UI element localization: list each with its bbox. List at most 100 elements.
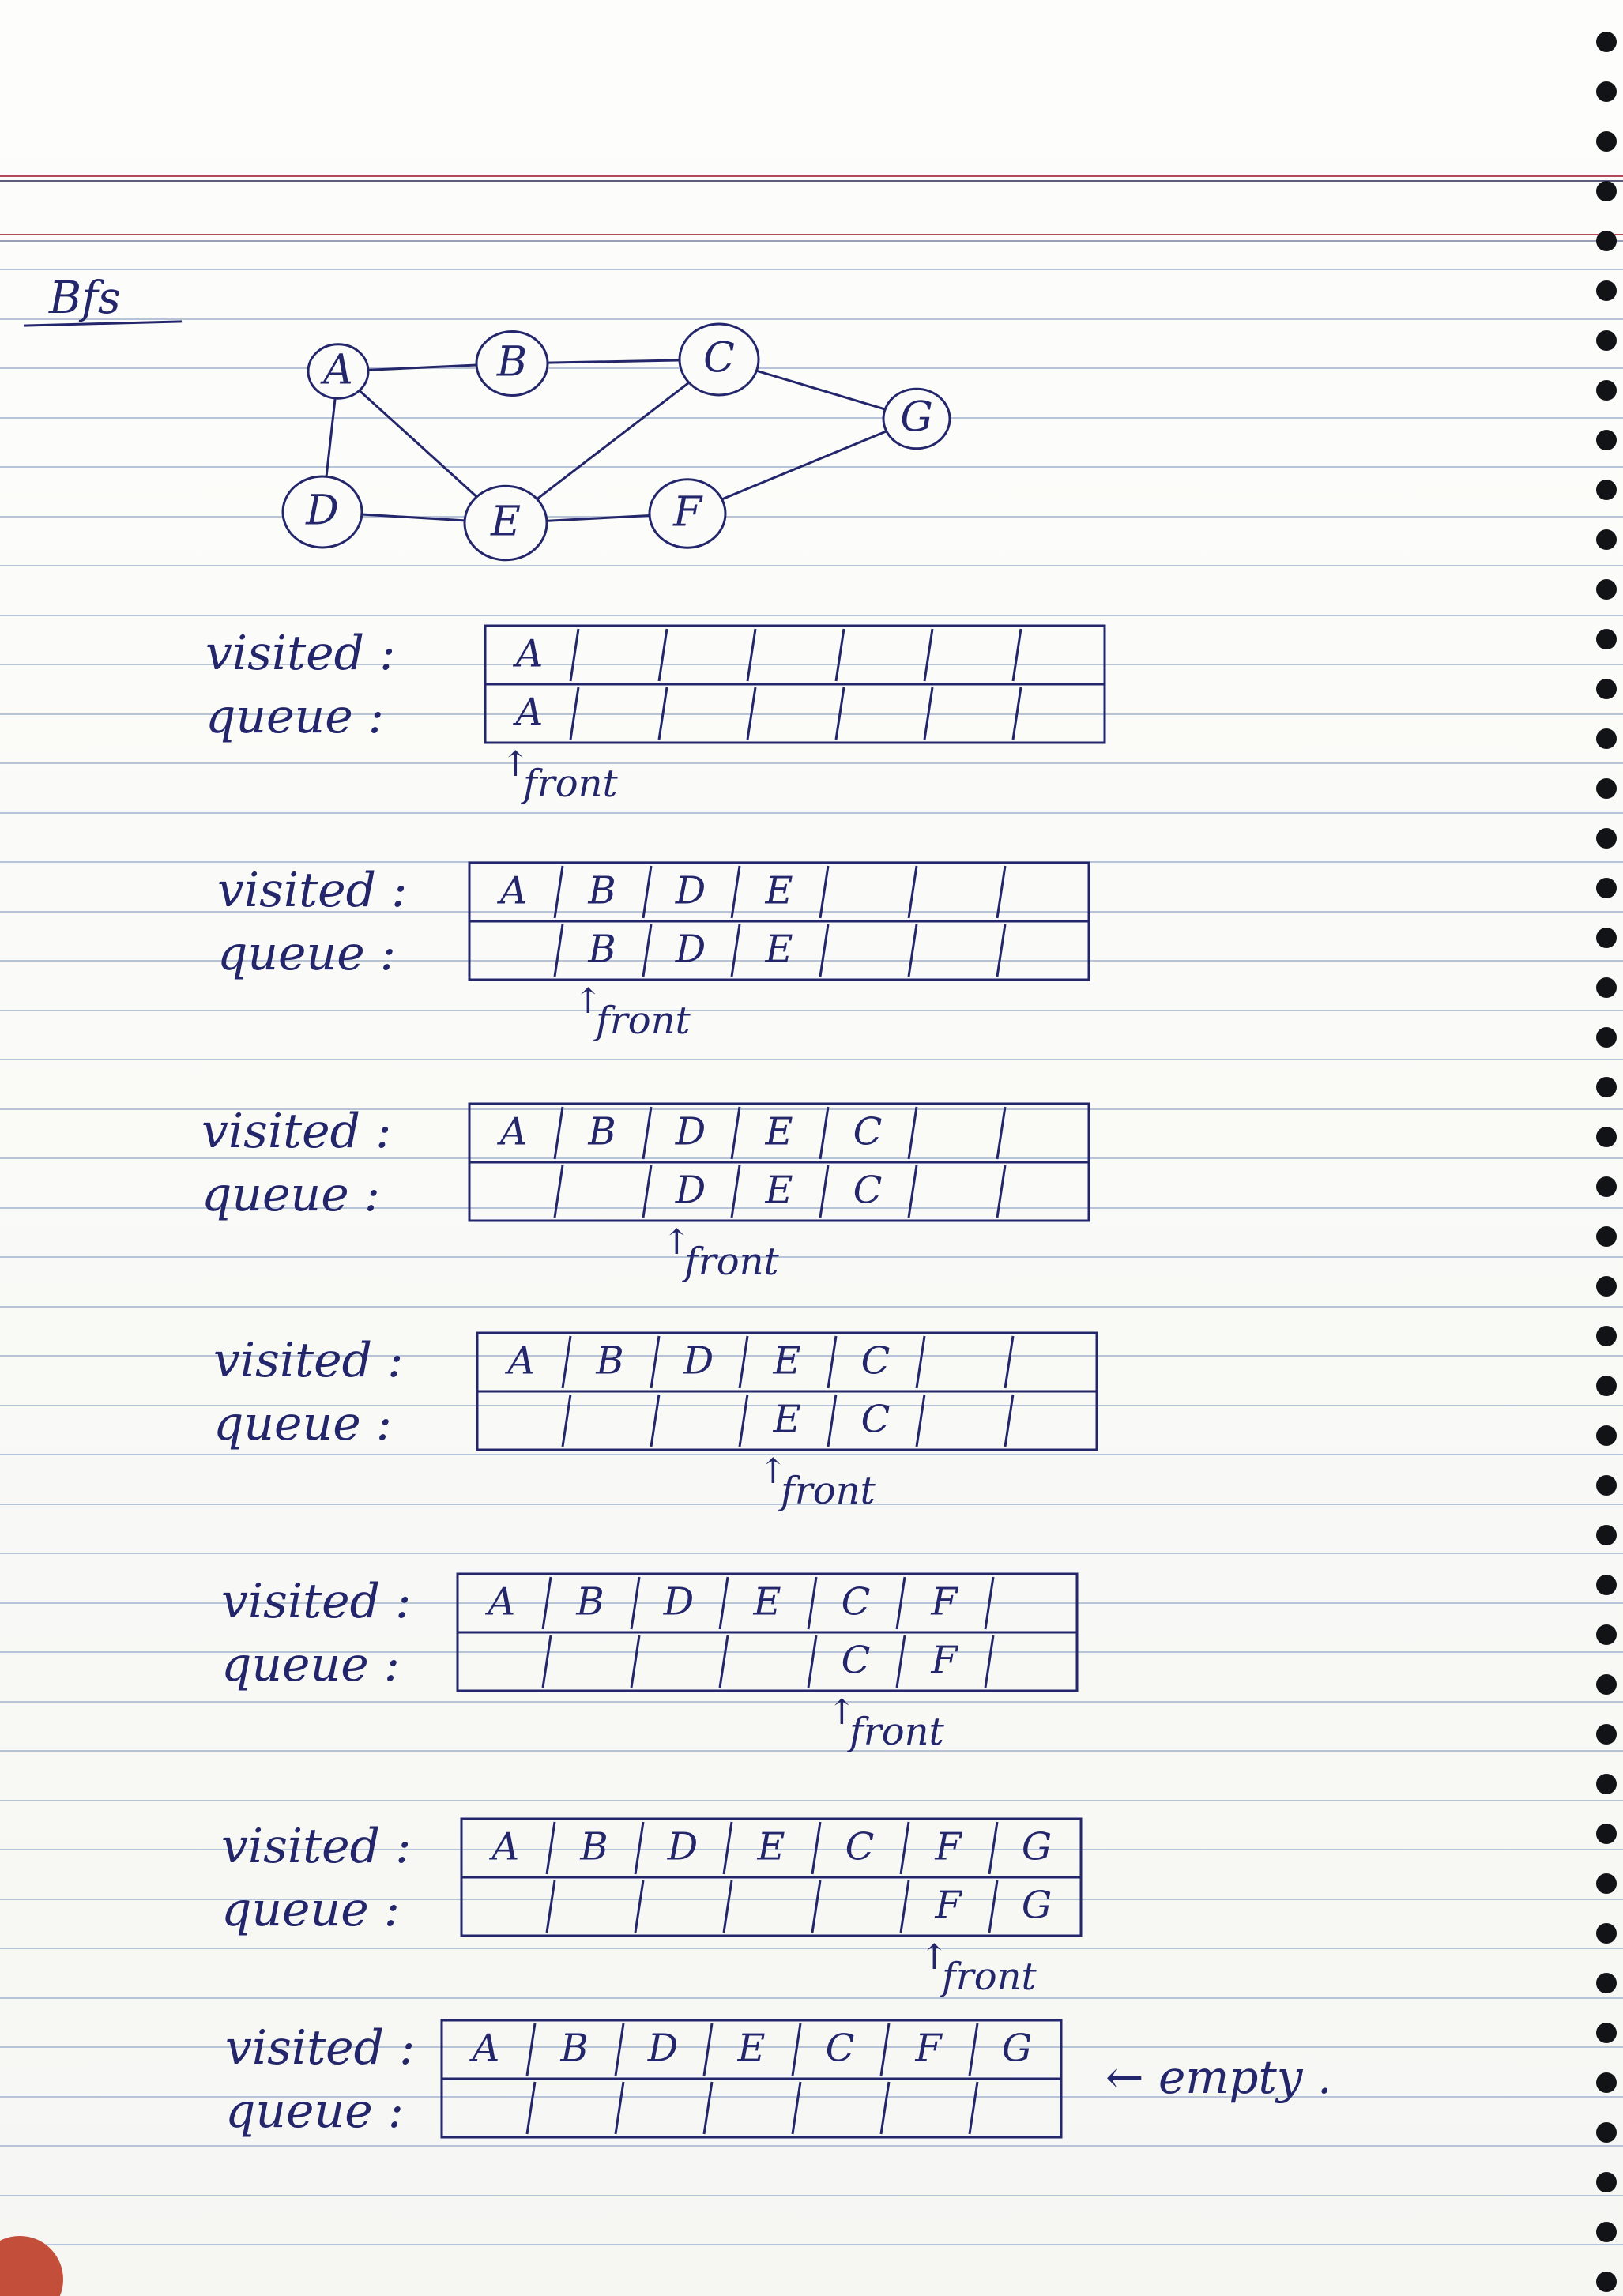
queue-label: queue : bbox=[221, 1637, 400, 1692]
visited-label: visited : bbox=[217, 863, 408, 918]
queue-cell: C bbox=[853, 1169, 883, 1213]
front-label: front bbox=[684, 1240, 779, 1284]
binding-hole bbox=[1596, 1475, 1617, 1496]
cell-divider bbox=[807, 1576, 818, 1630]
visited-label: visited : bbox=[201, 1104, 392, 1159]
binding-hole bbox=[1596, 828, 1617, 849]
binding-hole bbox=[1596, 131, 1617, 152]
ruled-line bbox=[0, 1207, 1623, 1209]
ruled-line bbox=[0, 1701, 1623, 1703]
node-E bbox=[463, 484, 548, 562]
node-label: D bbox=[305, 487, 339, 535]
cell-divider bbox=[541, 1576, 552, 1630]
cell-divider bbox=[746, 687, 757, 740]
node-F bbox=[648, 478, 727, 549]
ruled-line bbox=[0, 1355, 1623, 1357]
binding-hole bbox=[1596, 330, 1617, 351]
node-label: B bbox=[496, 339, 527, 386]
cell-divider bbox=[650, 1394, 661, 1447]
binding-hole bbox=[1596, 480, 1617, 500]
visited-cell: A bbox=[513, 632, 544, 676]
header-rule bbox=[0, 240, 1623, 242]
visited-label: visited : bbox=[221, 1574, 412, 1629]
cell-divider bbox=[553, 1165, 564, 1218]
binding-hole bbox=[1596, 1525, 1617, 1545]
header-rule bbox=[0, 180, 1623, 182]
queue-cell: F bbox=[934, 1884, 962, 1928]
node-C bbox=[678, 322, 760, 397]
cell-divider bbox=[722, 1821, 733, 1875]
cell-divider bbox=[561, 1394, 572, 1447]
node-D bbox=[281, 475, 363, 549]
ruled-line bbox=[0, 1108, 1623, 1110]
page-heading: Bfs bbox=[49, 273, 121, 324]
visited-cell: A bbox=[505, 1339, 536, 1383]
ruled-line bbox=[0, 367, 1623, 369]
cell-divider bbox=[718, 1635, 729, 1688]
binding-hole bbox=[1596, 1127, 1617, 1147]
visited-cell: C bbox=[853, 1110, 883, 1154]
binding-hole bbox=[1596, 928, 1617, 948]
ruled-line bbox=[0, 516, 1623, 518]
ruled-line bbox=[0, 269, 1623, 270]
queue-label: queue : bbox=[217, 926, 396, 981]
binding-hole bbox=[1596, 1824, 1617, 1844]
queue-label: queue : bbox=[225, 2083, 404, 2139]
cell-divider bbox=[988, 1880, 999, 1933]
cell-divider bbox=[702, 2023, 714, 2076]
ruled-line bbox=[0, 1899, 1623, 1900]
visited-label: visited : bbox=[221, 1819, 412, 1874]
binding-hole bbox=[1596, 579, 1617, 600]
queue-cell: D bbox=[675, 928, 706, 972]
binding-hole bbox=[1596, 1973, 1617, 1993]
front-label: front bbox=[523, 762, 618, 806]
binding-hole bbox=[1596, 81, 1617, 102]
queue-array bbox=[460, 1876, 1083, 1937]
queue-array bbox=[484, 683, 1106, 744]
queue-label: queue : bbox=[213, 1396, 392, 1451]
cell-divider bbox=[614, 2081, 625, 2135]
node-A bbox=[307, 343, 370, 400]
array-pair: AA bbox=[484, 624, 1106, 744]
ruled-line bbox=[0, 2244, 1623, 2245]
cell-divider bbox=[807, 1635, 818, 1688]
binding-hole bbox=[1596, 1624, 1617, 1645]
visited-cell: C bbox=[861, 1339, 891, 1383]
header-rule bbox=[0, 234, 1623, 235]
binding-hole bbox=[1596, 1276, 1617, 1297]
cell-divider bbox=[915, 1335, 926, 1389]
binding-hole bbox=[1596, 2172, 1617, 2192]
queue-cell: D bbox=[675, 1169, 706, 1213]
binding-hole bbox=[1596, 2122, 1617, 2143]
visited-cell: G bbox=[1022, 1825, 1052, 1869]
queue-cell: E bbox=[764, 1169, 793, 1213]
cell-divider bbox=[996, 1106, 1007, 1160]
cell-divider bbox=[614, 2023, 625, 2076]
ruled-line bbox=[0, 664, 1623, 665]
visited-cell: E bbox=[756, 1825, 785, 1869]
queue-cell: E bbox=[772, 1398, 800, 1442]
cell-divider bbox=[1004, 1335, 1015, 1389]
binding-hole bbox=[1596, 1774, 1617, 1794]
queue-label: queue : bbox=[201, 1167, 380, 1222]
visited-cell: E bbox=[764, 1110, 793, 1154]
binding-hole bbox=[1596, 1873, 1617, 1894]
ruled-line bbox=[0, 1157, 1623, 1159]
ruled-line bbox=[0, 466, 1623, 468]
queue-array bbox=[456, 1631, 1079, 1692]
cell-divider bbox=[553, 865, 564, 919]
cell-divider bbox=[996, 924, 1007, 977]
visited-cell: A bbox=[469, 2027, 500, 2071]
binding-hole bbox=[1596, 977, 1617, 998]
cell-divider bbox=[525, 2023, 537, 2076]
front-label: front bbox=[596, 999, 691, 1043]
front-label: front bbox=[942, 1955, 1037, 1999]
cell-divider bbox=[899, 1821, 910, 1875]
cell-divider bbox=[819, 924, 830, 977]
cell-divider bbox=[879, 2023, 891, 2076]
front-label: front bbox=[781, 1469, 876, 1513]
cell-divider bbox=[819, 1106, 830, 1160]
